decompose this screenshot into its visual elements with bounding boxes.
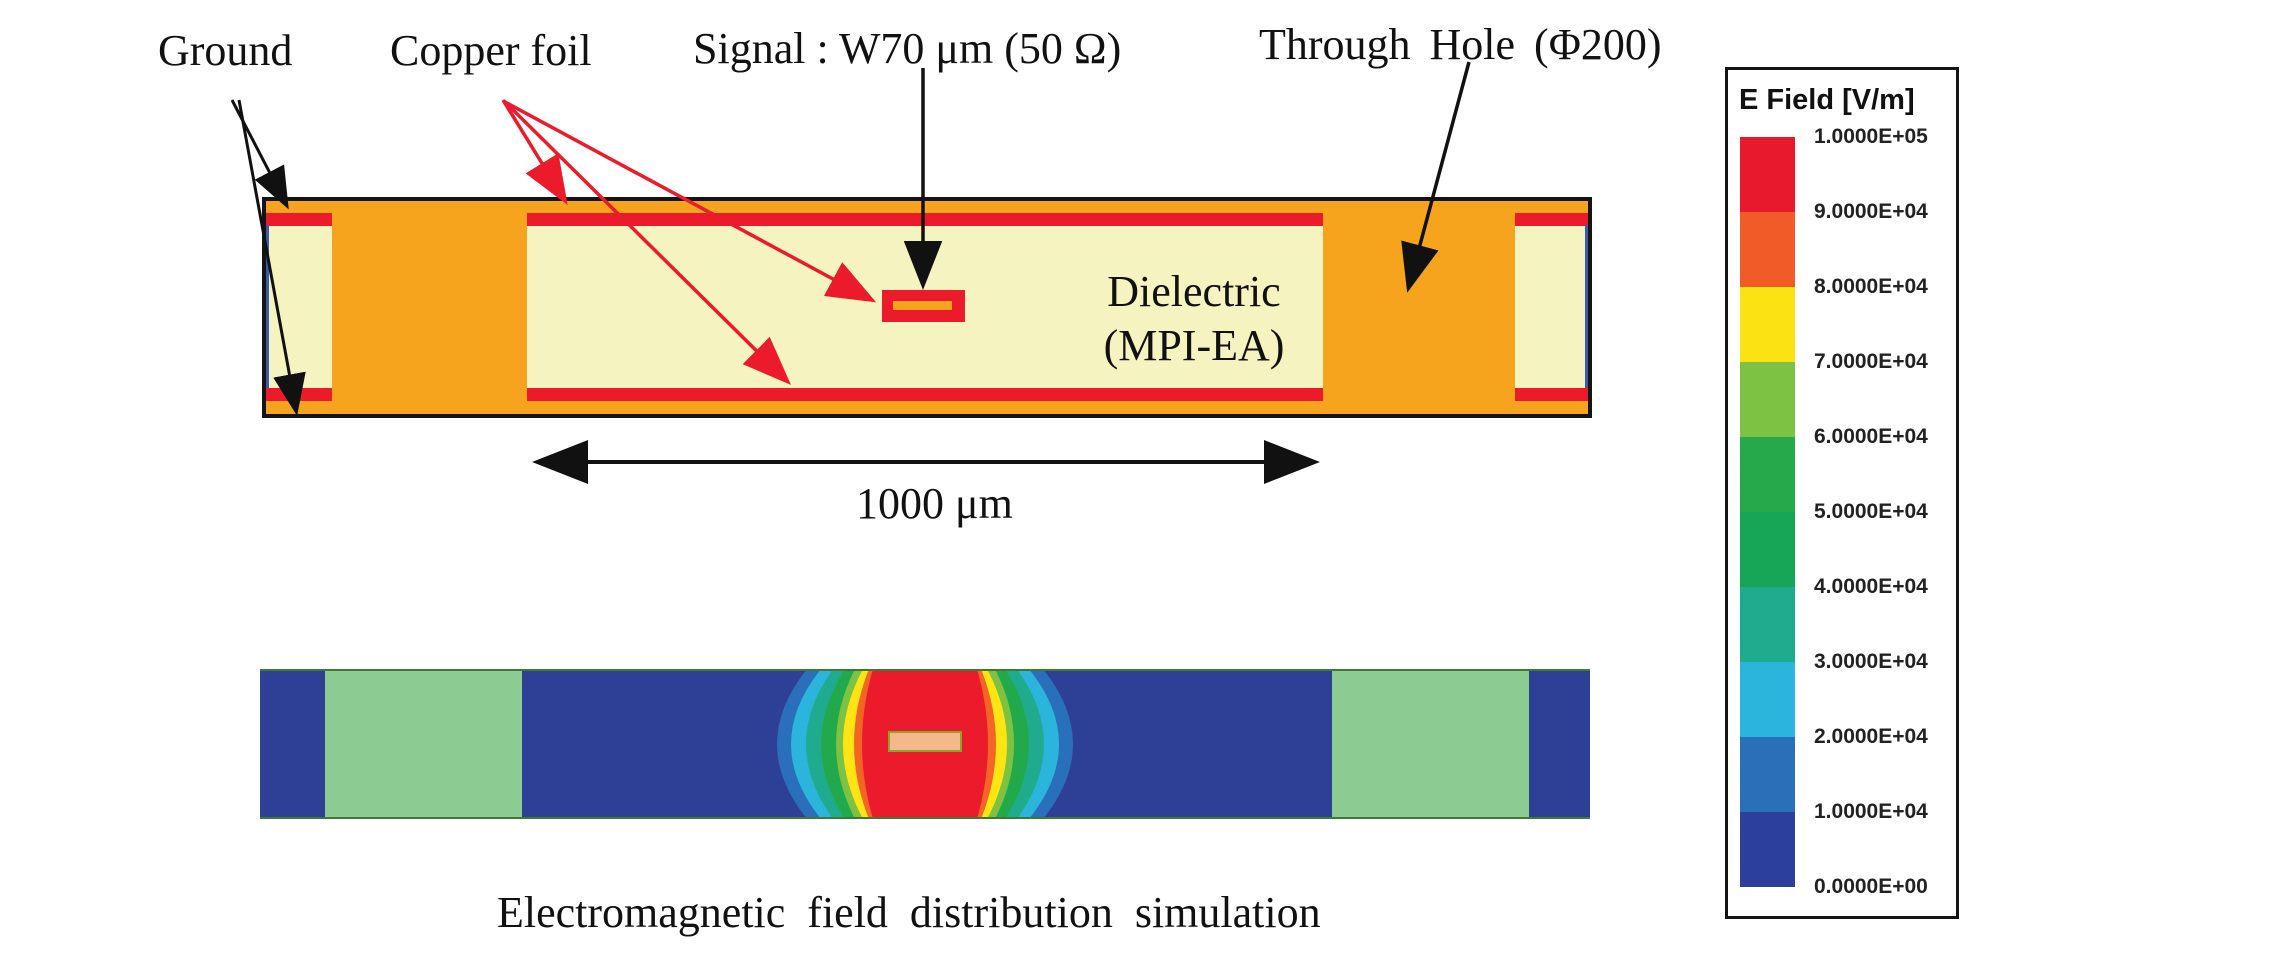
legend-color-band xyxy=(1740,287,1795,362)
legend-tick-label: 8.0000E+04 xyxy=(1814,275,1928,299)
through-hole-right xyxy=(1323,225,1515,388)
copper-foil-top-left xyxy=(266,213,332,226)
legend-color-band xyxy=(1740,737,1795,812)
ground-arrow-top xyxy=(232,100,286,204)
sim-via-region-right xyxy=(1332,671,1529,817)
copper-foil-top-center xyxy=(527,213,1323,226)
legend-color-band xyxy=(1740,587,1795,662)
legend-tick-label: 7.0000E+04 xyxy=(1814,350,1928,374)
copper-foil-bottom-left xyxy=(266,388,332,401)
label-ground: Ground xyxy=(158,28,292,74)
legend-color-band xyxy=(1740,362,1795,437)
legend-color-band xyxy=(1740,512,1795,587)
copper-foil-top-right xyxy=(1515,213,1588,226)
legend-tick-label: 1.0000E+05 xyxy=(1814,125,1928,149)
figure-caption: Electromagnetic field distribution simul… xyxy=(497,890,1321,936)
label-dielectric-line2: (MPI-EA) xyxy=(1069,323,1319,369)
signal-conductor-core xyxy=(893,301,952,310)
label-dielectric-line1: Dielectric xyxy=(1069,269,1319,315)
legend-tick-label: 2.0000E+04 xyxy=(1814,725,1928,749)
sim-signal-conductor xyxy=(888,731,962,752)
label-dimension-1000um: 1000 μm xyxy=(856,481,1013,527)
legend-color-band xyxy=(1740,662,1795,737)
legend-tick-label: 3.0000E+04 xyxy=(1814,650,1928,674)
legend-color-band xyxy=(1740,812,1795,887)
label-copper-foil: Copper foil xyxy=(390,28,592,74)
field-simulation-image xyxy=(260,669,1590,819)
label-signal: Signal : W70 μm (50 Ω) xyxy=(693,26,1121,72)
copper-foil-bottom-right xyxy=(1515,388,1588,401)
copper-foil-bottom-center xyxy=(527,388,1323,401)
board-right-edge-line xyxy=(1585,225,1588,388)
signal-conductor xyxy=(882,290,965,322)
legend-tick-label: 1.0000E+04 xyxy=(1814,800,1928,824)
legend-tick-label: 4.0000E+04 xyxy=(1814,575,1928,599)
legend-color-band xyxy=(1740,437,1795,512)
pcb-cross-section: Dielectric (MPI-EA) xyxy=(262,197,1592,418)
label-through-hole: Through Hole (Φ200) xyxy=(1259,22,1662,68)
legend-tick-label: 9.0000E+04 xyxy=(1814,200,1928,224)
legend-tick-label: 5.0000E+04 xyxy=(1814,500,1928,524)
board-left-edge-line xyxy=(266,225,269,388)
legend-tick-label: 6.0000E+04 xyxy=(1814,425,1928,449)
legend-title: E Field [V/m] xyxy=(1739,84,1915,117)
legend-tick-label: 0.0000E+00 xyxy=(1814,875,1928,899)
sim-via-region-left xyxy=(325,671,522,817)
legend-color-band xyxy=(1740,212,1795,287)
legend-color-band xyxy=(1740,137,1795,212)
copper-foil-arrow-top xyxy=(503,100,564,199)
through-hole-left xyxy=(332,225,527,388)
color-scale-legend: E Field [V/m] 1.0000E+05 9.0000E+04 8.0000… xyxy=(1725,67,1959,919)
